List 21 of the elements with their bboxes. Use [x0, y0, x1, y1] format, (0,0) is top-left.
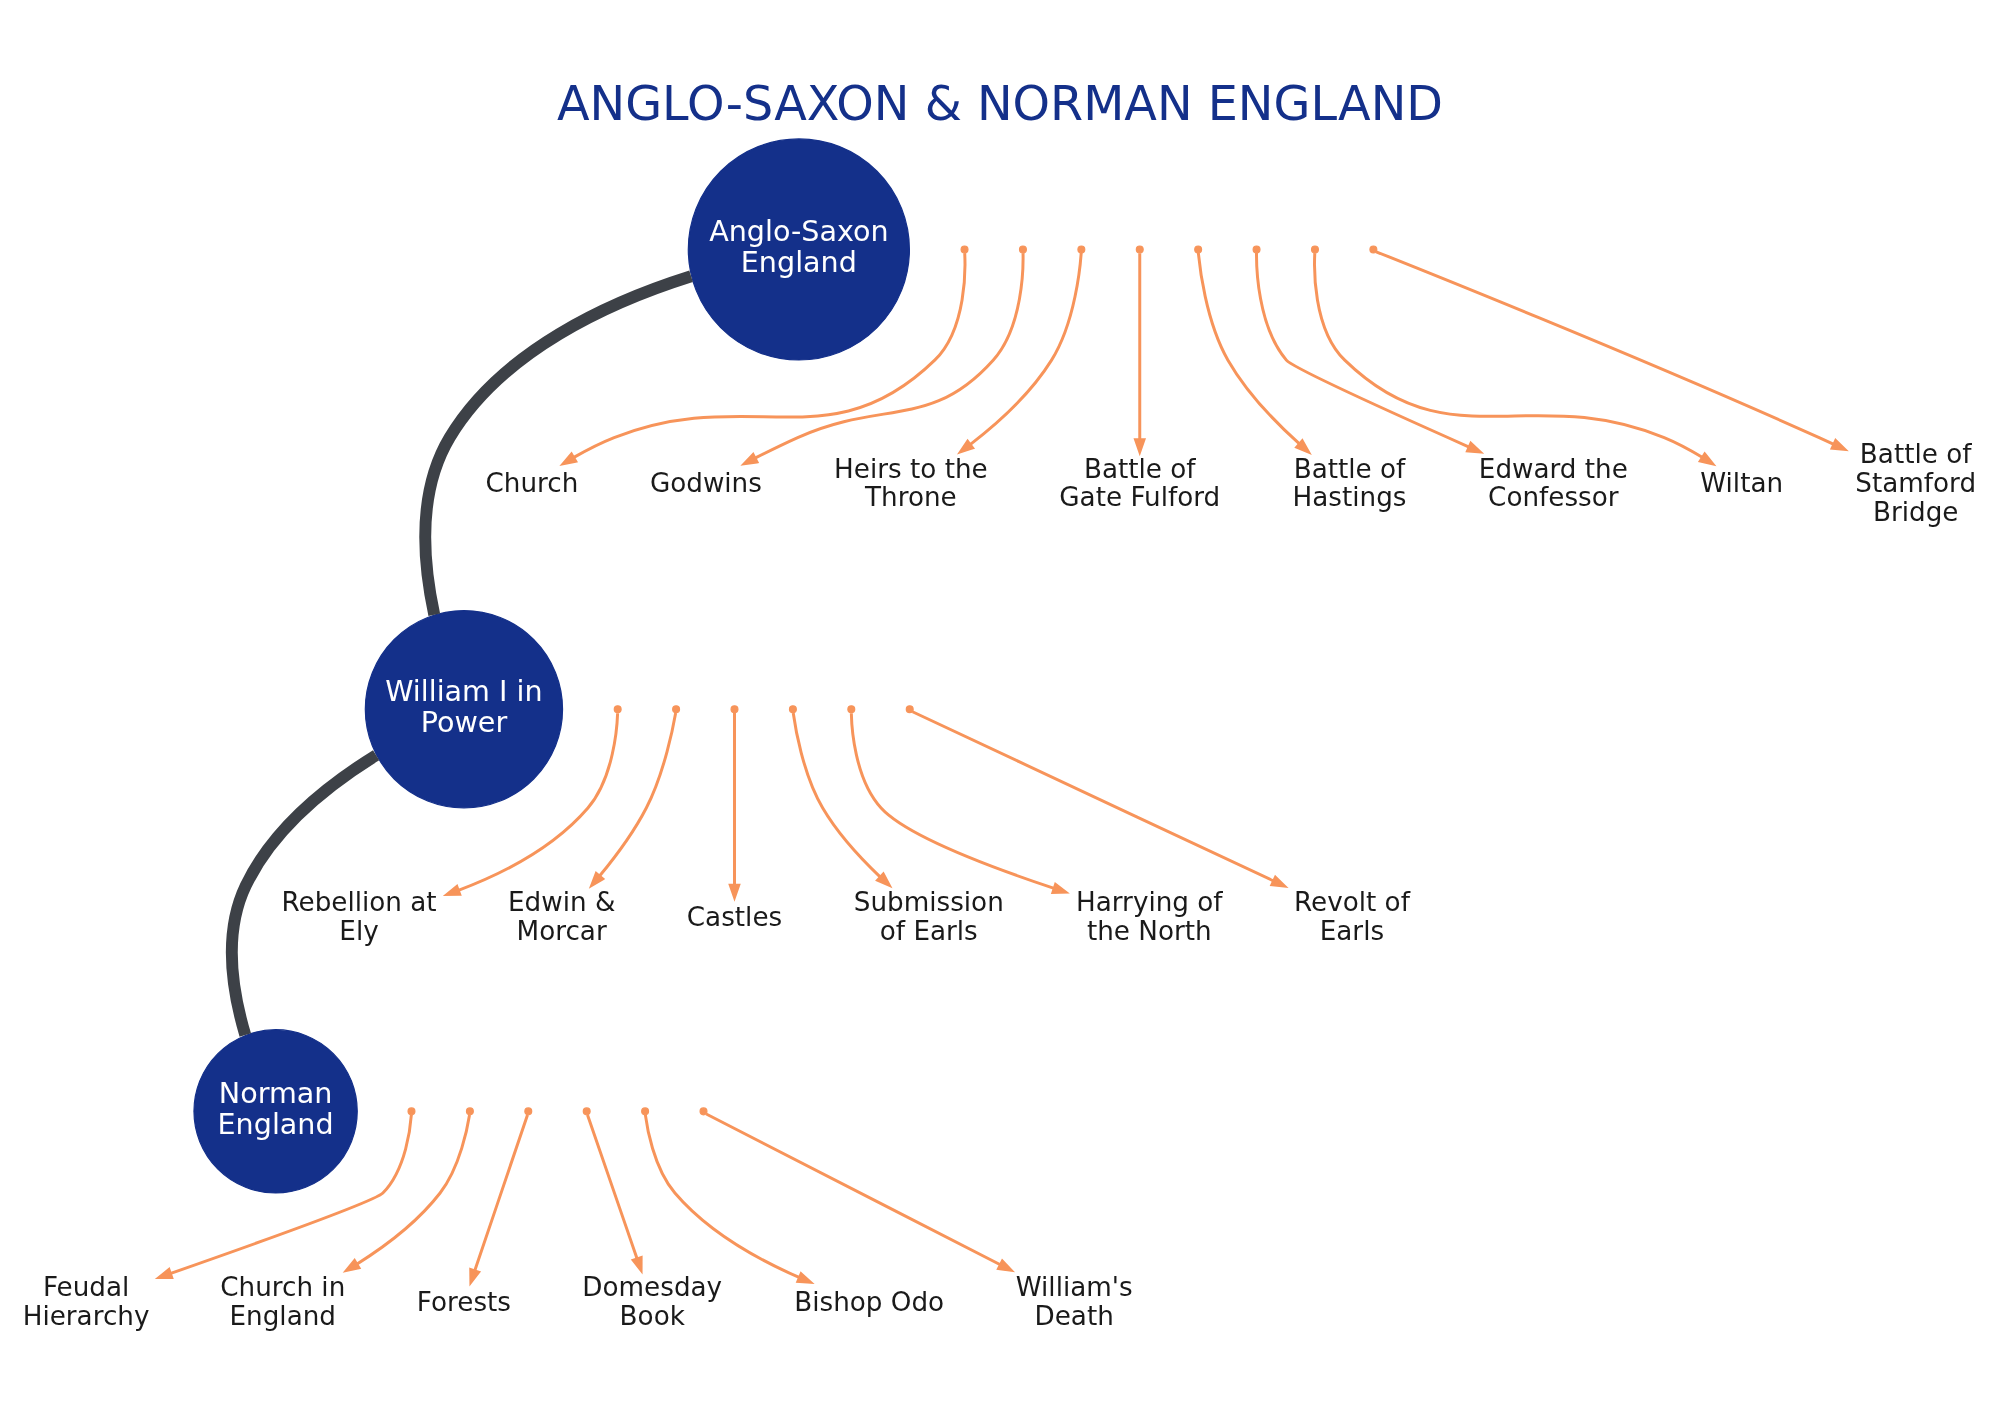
node-text: Harrying of the North: [1076, 887, 1223, 946]
node-text: Bishop Odo: [794, 1286, 945, 1317]
node-text: Feudal Hierarchy: [22, 1272, 150, 1331]
node-text: Forests: [416, 1286, 511, 1317]
node-text: Battle of Stamford Bridge: [1855, 439, 1977, 527]
node-text: Battle of Gate Fulford: [1059, 453, 1221, 513]
node-text: Godwins: [649, 467, 762, 498]
node-text: Castles: [686, 901, 783, 932]
node-text: Heirs to the Throne: [834, 453, 988, 513]
node-text: Church in England: [220, 1272, 346, 1331]
node-text: Wiltan: [1700, 467, 1784, 498]
node-text: Edwin & Morcar: [508, 887, 616, 946]
node-text: Rebellion at Ely: [281, 887, 437, 946]
node-text: Church: [485, 467, 579, 498]
node-text: William's Death: [1015, 1272, 1133, 1331]
node-text: Submission of Earls: [853, 887, 1004, 946]
node-text: Edward the Confessor: [1478, 453, 1628, 513]
node-text: Battle of Hastings: [1292, 453, 1407, 513]
node-text: Domesday Book: [582, 1272, 723, 1331]
diagram-title: ANGLO-SAXON & NORMAN ENGLAND: [556, 75, 1444, 131]
node-text: Revolt of Earls: [1293, 887, 1410, 946]
